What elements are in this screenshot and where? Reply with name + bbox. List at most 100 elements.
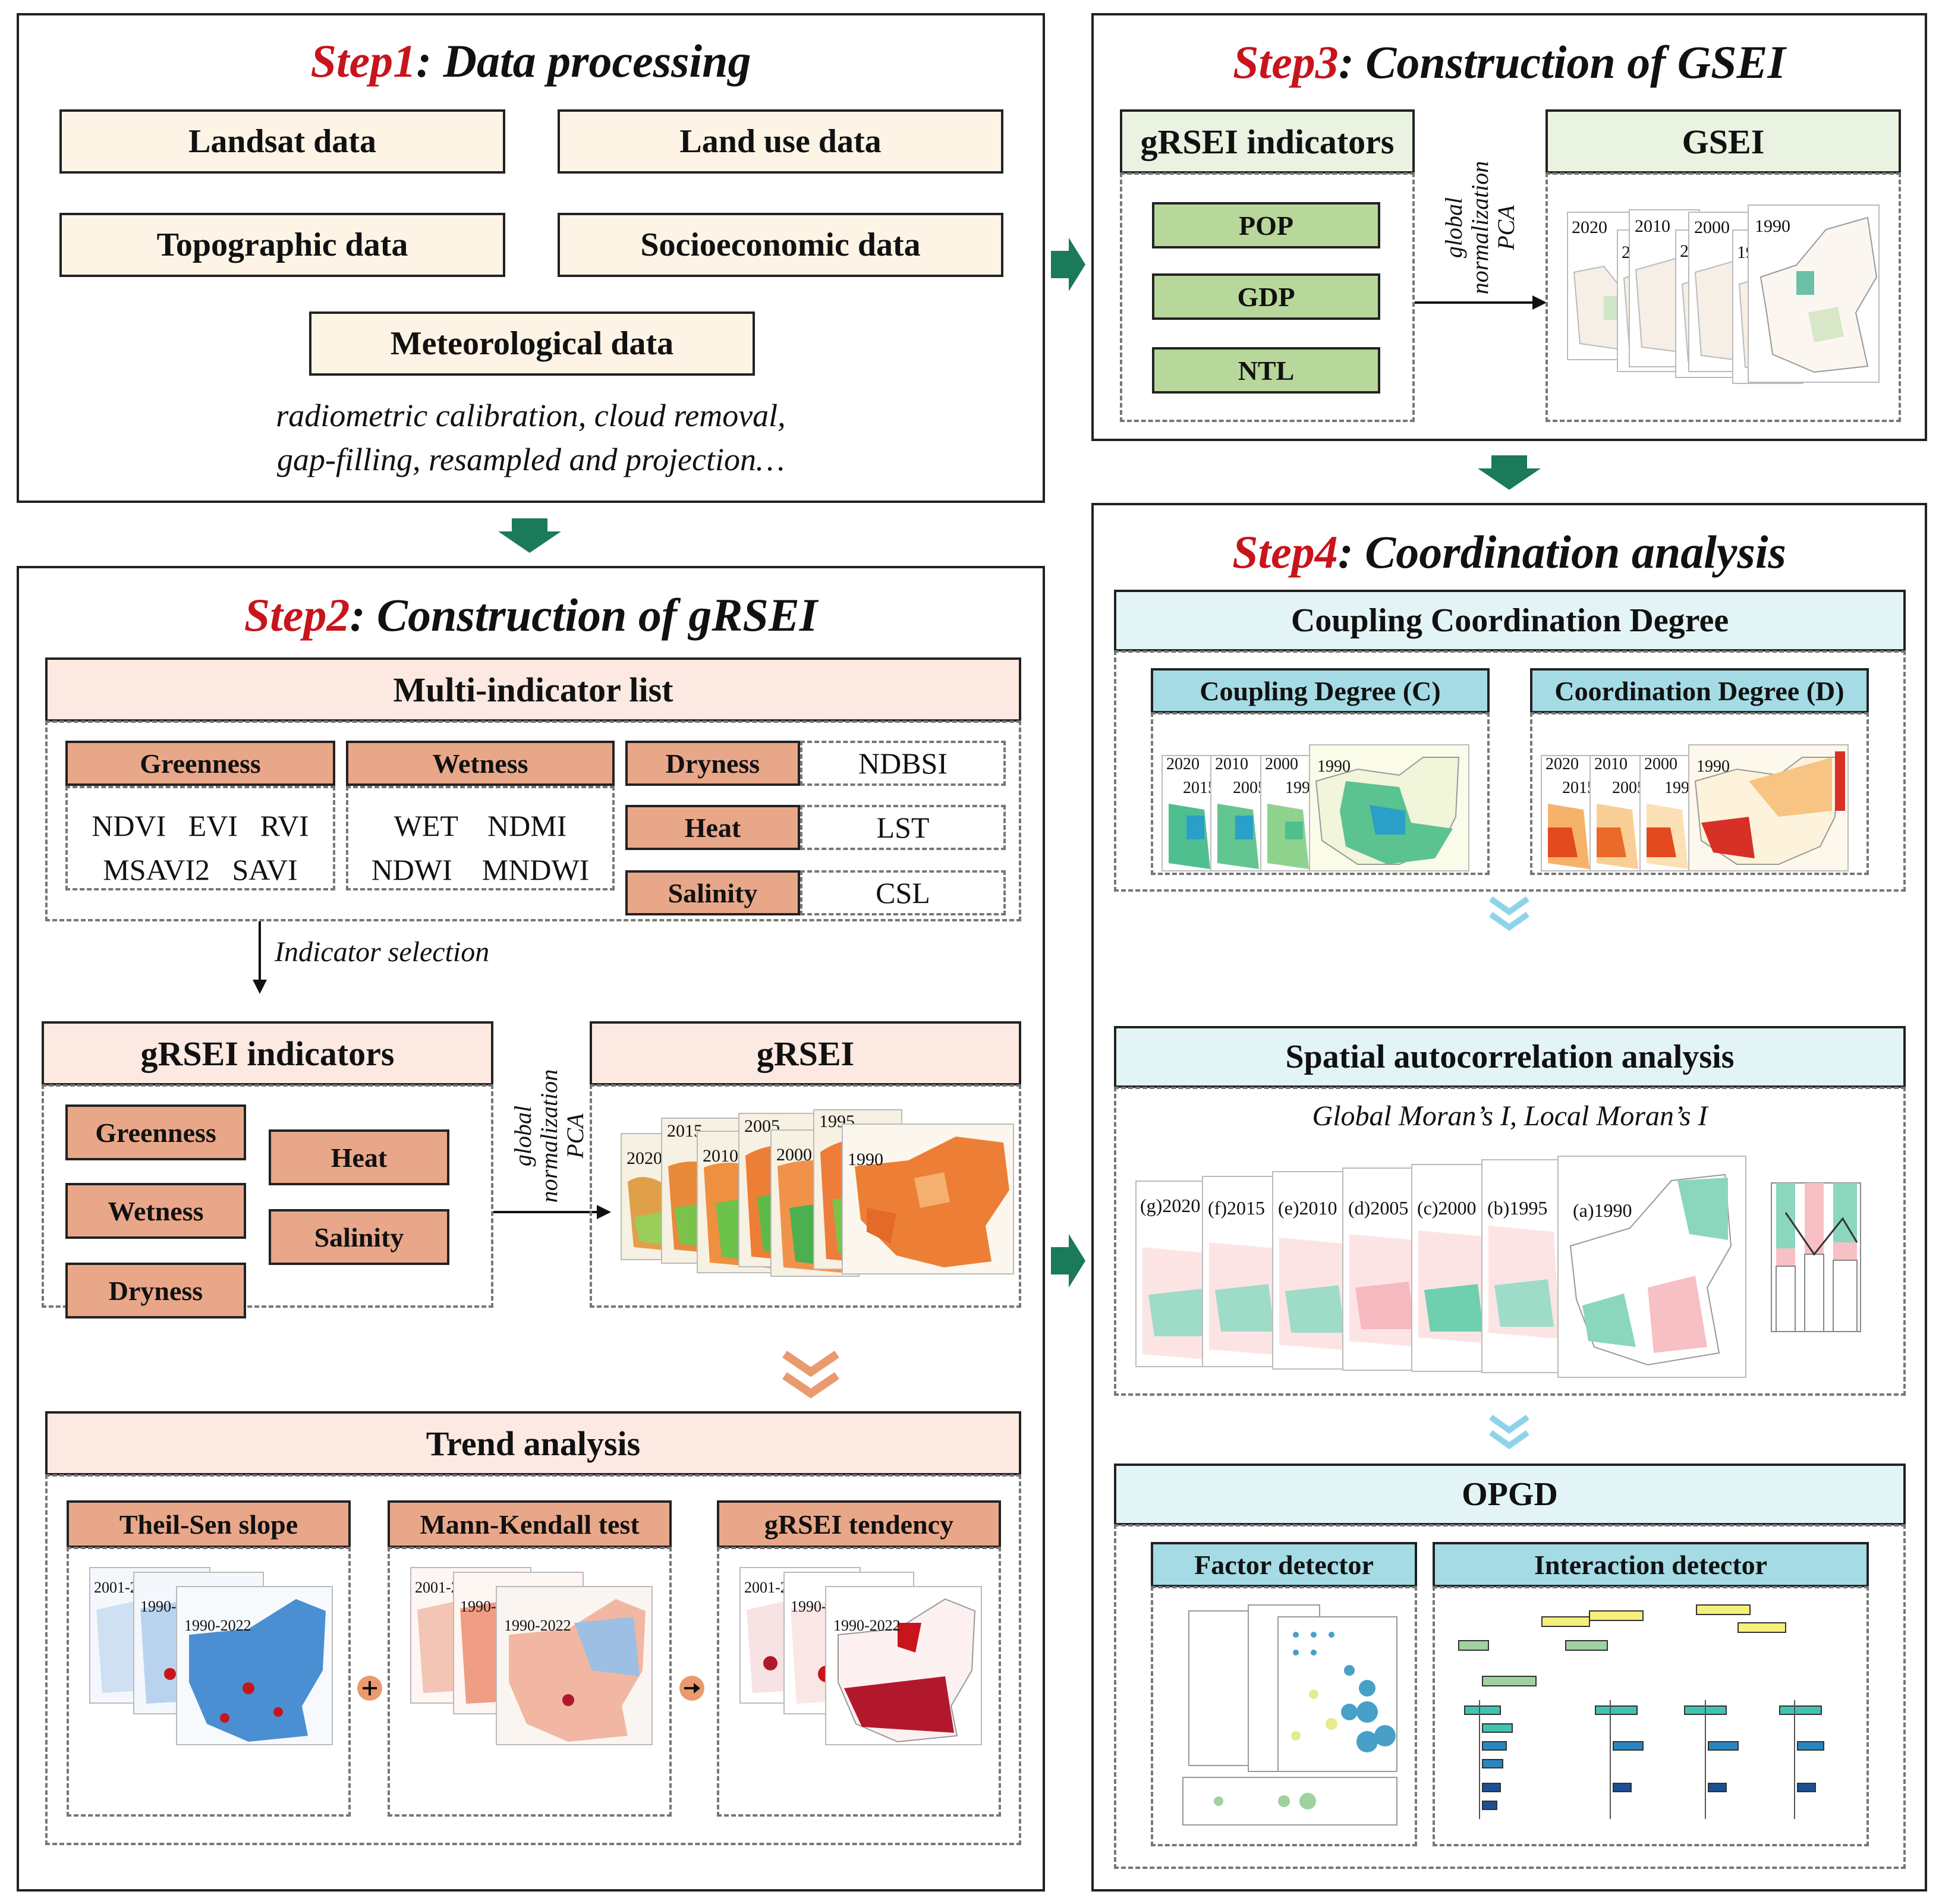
moran-year-2015: (f)2015 bbox=[1208, 1197, 1265, 1219]
ntl-box: NTL bbox=[1152, 347, 1380, 394]
wetness-indices bbox=[346, 786, 615, 890]
factor-detector-area bbox=[1151, 1586, 1417, 1846]
coupling-year-1990: 1990 bbox=[1317, 757, 1351, 776]
coupling-year-2010: 2010 bbox=[1215, 755, 1248, 773]
moran-map-2010 bbox=[1272, 1171, 1355, 1370]
factor-detector-label: Factor detector bbox=[1151, 1542, 1417, 1587]
pca-arrow-label-step2: global normalization PCA bbox=[509, 1069, 588, 1203]
grsei-tendency-label: gRSEI tendency bbox=[717, 1500, 1001, 1548]
indicator-dryness: Dryness bbox=[65, 1263, 246, 1318]
theil-sen-map-1990-2022 bbox=[176, 1586, 333, 1745]
coordination-map-2010 bbox=[1589, 755, 1643, 871]
heat-index: LST bbox=[800, 805, 1006, 850]
arrow-right-icon bbox=[679, 1676, 704, 1701]
mann-kendall-label: Mann-Kendall test bbox=[388, 1500, 672, 1548]
moran-index-line bbox=[1784, 1212, 1858, 1256]
moran-year-2005: (d)2005 bbox=[1348, 1197, 1409, 1219]
coupling-map-1990 bbox=[1309, 744, 1469, 871]
double-chevron-down-icon-step2 bbox=[782, 1351, 839, 1399]
grsei-year-2010: 2010 bbox=[703, 1146, 738, 1166]
dryness-label: Dryness bbox=[625, 741, 800, 786]
interaction-detector-label: Interaction detector bbox=[1433, 1542, 1869, 1587]
salinity-index-text: CSL bbox=[876, 876, 930, 909]
socioeconomic-data-box: Socioeconomic data bbox=[558, 213, 1003, 277]
moran-year-2000: (c)2000 bbox=[1417, 1197, 1477, 1219]
trend-analysis-area bbox=[45, 1474, 1021, 1845]
wetness-indices-line2: NDWI MNDWI bbox=[371, 853, 590, 886]
meteorological-data-box: Meteorological data bbox=[309, 311, 755, 376]
coordination-year-2000: 2000 bbox=[1644, 755, 1677, 773]
processing-note-line2: gap-filling, resampled and projection… bbox=[277, 442, 785, 477]
step1-title: Step1: Data processing bbox=[310, 35, 751, 87]
moran-map-1995 bbox=[1481, 1159, 1565, 1373]
step3-indicators-header: gRSEI indicators bbox=[1120, 109, 1415, 174]
multi-indicator-header: Multi-indicator list bbox=[45, 657, 1021, 722]
coordination-year-2020: 2020 bbox=[1545, 755, 1579, 773]
indicator-selection-label: Indicator selection bbox=[275, 936, 490, 968]
coordination-map-2020 bbox=[1541, 755, 1594, 871]
mann-kendall-area bbox=[388, 1547, 672, 1817]
wetness-indices-line1: WET NDMI bbox=[394, 809, 567, 842]
mann-kendall-map-1990-2022 bbox=[496, 1586, 653, 1745]
moran-year-2010: (e)2010 bbox=[1278, 1197, 1337, 1219]
interaction-detector-area bbox=[1433, 1586, 1869, 1846]
gsei-map-area bbox=[1545, 172, 1901, 422]
greenness-label: Greenness bbox=[65, 741, 335, 786]
coupling-year-2000: 2000 bbox=[1265, 755, 1298, 773]
selection-arrow bbox=[253, 921, 267, 994]
moran-year-2020: (g)2020 bbox=[1140, 1195, 1201, 1216]
double-chevron-down-icon-2 bbox=[1489, 1414, 1529, 1450]
coupling-year-2020: 2020 bbox=[1166, 755, 1200, 773]
gsei-map-1990 bbox=[1748, 204, 1880, 383]
gdp-box: GDP bbox=[1152, 273, 1380, 320]
topographic-data-box: Topographic data bbox=[59, 213, 505, 277]
step3-panel: Step3: Construction of GSEI gRSEI indica… bbox=[1091, 13, 1927, 441]
step3-title: Step3: Construction of GSEI bbox=[1233, 36, 1786, 88]
coupling-map-area bbox=[1151, 712, 1490, 875]
step4-title: Step4: Coordination analysis bbox=[1232, 526, 1786, 578]
salinity-label: Salinity bbox=[625, 870, 800, 915]
pca-arrow-step3 bbox=[1415, 295, 1547, 310]
heat-index-text: LST bbox=[876, 811, 930, 844]
pop-box: POP bbox=[1152, 202, 1380, 248]
coordination-map-area bbox=[1530, 712, 1869, 875]
theil-sen-label: Theil-Sen slope bbox=[67, 1500, 351, 1548]
pca-arrow-label-step3: global normalization PCA bbox=[1440, 160, 1519, 295]
grsei-indicators-area bbox=[42, 1084, 493, 1308]
step4-panel: Step4: Coordination analysis Coupling Co… bbox=[1091, 503, 1927, 1892]
indicator-heat: Heat bbox=[269, 1129, 449, 1185]
indicator-wetness: Wetness bbox=[65, 1183, 246, 1239]
mann-kendall-period-3: 1990-2022 bbox=[504, 1617, 571, 1634]
greenness-indices-line1: NDVI EVI RVI bbox=[92, 809, 309, 842]
gsei-year-2010: 2010 bbox=[1635, 216, 1670, 236]
moran-bar-1 bbox=[1776, 1183, 1796, 1332]
land-use-data-box: Land use data bbox=[558, 109, 1003, 174]
processing-note-line1: radiometric calibration, cloud removal, bbox=[276, 398, 786, 433]
moran-year-1990: (a)1990 bbox=[1573, 1200, 1632, 1221]
dryness-index: NDBSI bbox=[800, 741, 1006, 786]
grsei-map-1990 bbox=[842, 1123, 1014, 1274]
tendency-map-1990-2022 bbox=[825, 1586, 982, 1745]
opgd-header: OPGD bbox=[1114, 1464, 1906, 1525]
grsei-year-2000: 2000 bbox=[776, 1145, 812, 1165]
grsei-year-1990: 1990 bbox=[848, 1150, 883, 1169]
salinity-index: CSL bbox=[800, 870, 1006, 915]
indicator-salinity: Salinity bbox=[269, 1209, 449, 1265]
factor-detector-matrix bbox=[1182, 1604, 1397, 1826]
moran-bar-3 bbox=[1833, 1183, 1858, 1332]
gsei-header: GSEI bbox=[1545, 109, 1901, 174]
coordination-year-1990: 1990 bbox=[1696, 757, 1730, 776]
moran-year-1995: (b)1995 bbox=[1487, 1197, 1548, 1219]
theil-sen-area bbox=[67, 1547, 351, 1817]
gsei-year-2000: 2000 bbox=[1694, 218, 1730, 237]
greenness-indices-line2: MSAVI2 SAVI bbox=[103, 853, 298, 886]
interaction-detector-bars bbox=[1458, 1604, 1824, 1819]
moran-label: Global Moran’s I, Local Moran’s I bbox=[1312, 1100, 1708, 1132]
grsei-header: gRSEI bbox=[590, 1021, 1021, 1085]
down-arrow-step3-to-step4 bbox=[1478, 455, 1541, 490]
grsei-tendency-area bbox=[717, 1547, 1001, 1817]
right-arrow-step2-to-step4 bbox=[1051, 1234, 1085, 1288]
multi-indicator-area bbox=[45, 720, 1021, 921]
grsei-year-2020: 2020 bbox=[627, 1148, 662, 1168]
coordination-degree-label: Coordination Degree (D) bbox=[1530, 668, 1869, 713]
